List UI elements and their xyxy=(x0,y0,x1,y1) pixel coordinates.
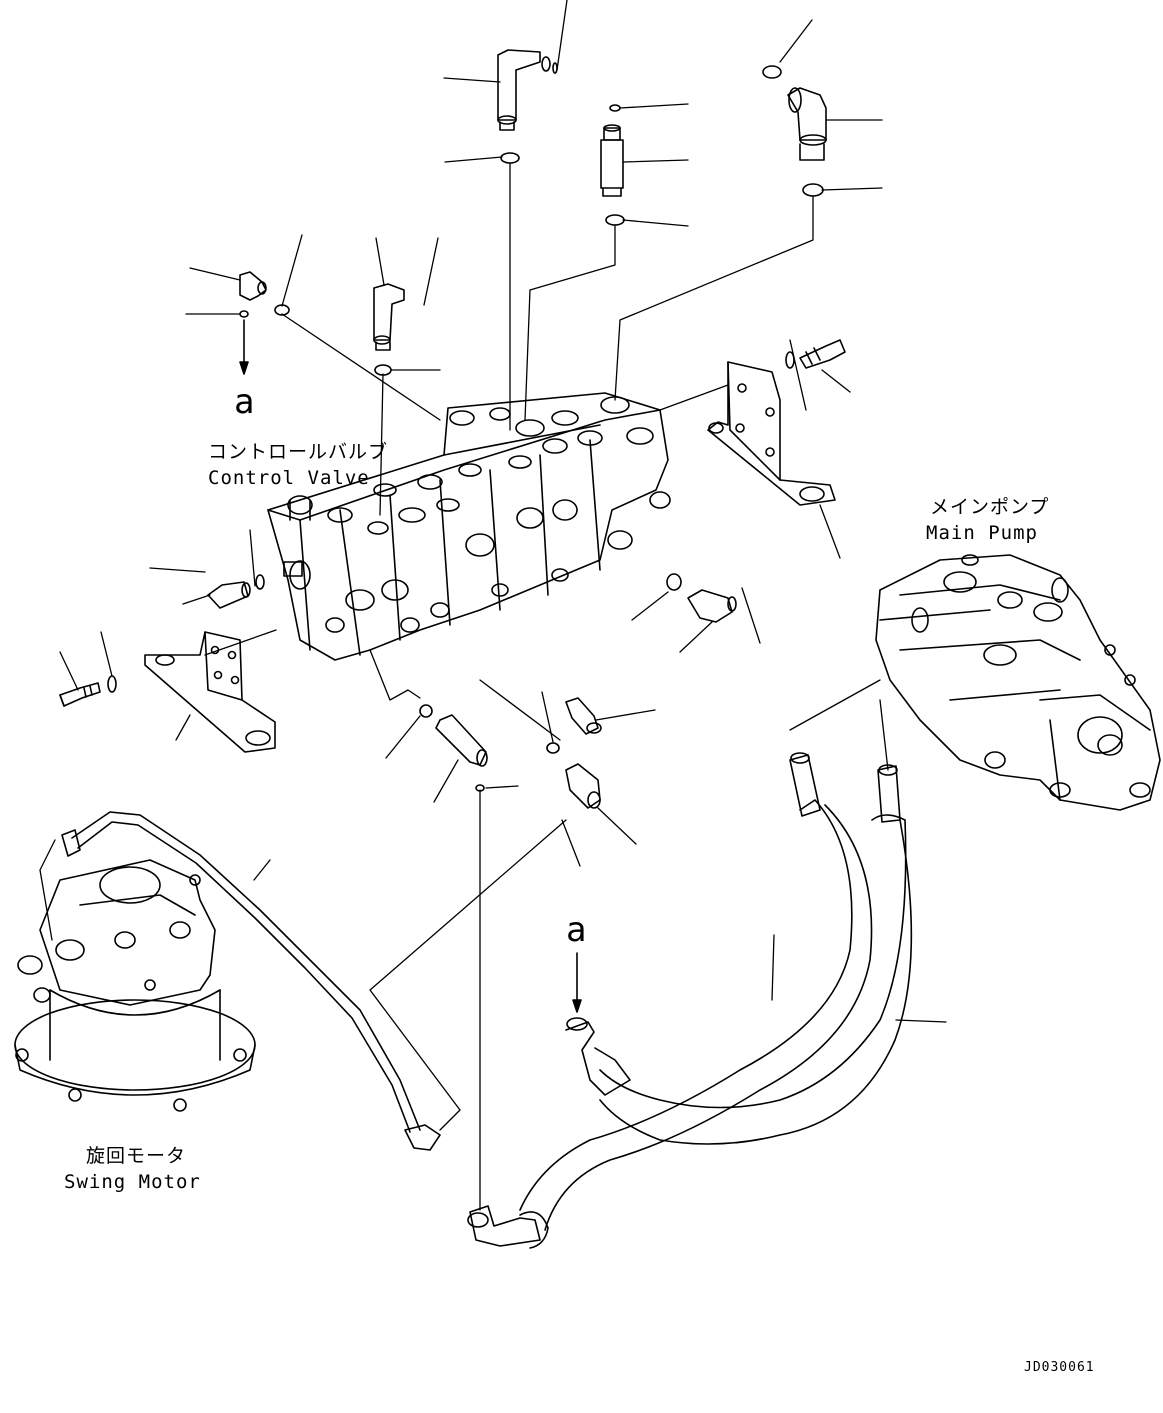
swing-motor-label-en: Swing Motor xyxy=(64,1171,201,1193)
elbow-fitting-right-mid xyxy=(687,589,737,623)
fitting-lower-right-2 xyxy=(565,763,601,809)
swing-motor-label-jp: 旋回モータ xyxy=(86,1145,187,1167)
main-pump-label-en: Main Pump xyxy=(926,522,1038,544)
o-ring-2 xyxy=(609,104,621,112)
fitting-lower-right-1 xyxy=(565,697,602,735)
ref-label-a-bottom: a xyxy=(566,910,588,950)
drawing-number: JD030061 xyxy=(1024,1360,1095,1375)
ref-label-a-top: a xyxy=(234,382,256,422)
main-pump-label-jp: メインポンプ xyxy=(930,496,1050,518)
connector-top-center xyxy=(600,124,624,197)
bolt-left xyxy=(59,675,117,707)
control-valve-label-jp: コントロールバルブ xyxy=(208,441,389,463)
ref-arrow-top xyxy=(239,319,249,375)
elbow-fitting-left-upper xyxy=(239,271,267,301)
hose-end-fitting-a xyxy=(565,1017,631,1096)
straight-fitting-lower xyxy=(435,714,488,767)
main-pump xyxy=(875,554,1161,811)
leader-lines xyxy=(39,0,947,1211)
o-ring-10 xyxy=(666,573,682,591)
o-ring-9 xyxy=(255,574,265,590)
elbow-fitting-top-right xyxy=(787,87,827,161)
control-valve xyxy=(267,392,671,661)
pump-hose-2 xyxy=(599,764,913,1145)
ref-arrow-bottom xyxy=(572,952,582,1013)
o-ring-7 xyxy=(239,310,249,318)
elbow-fitting-center xyxy=(373,283,405,351)
hose-end-fitting-bottom xyxy=(467,1205,549,1249)
control-valve-label-en: Control Valve xyxy=(208,467,370,489)
o-ring-3 xyxy=(605,214,625,226)
elbow-fitting-left-mid xyxy=(207,581,251,609)
o-ring-4 xyxy=(762,65,782,79)
o-ring-5 xyxy=(802,183,824,197)
elbow-fitting-top-left xyxy=(497,49,558,131)
bolt-right xyxy=(785,339,846,369)
o-ring-12 xyxy=(546,742,560,754)
swing-motor xyxy=(14,859,256,1112)
bracket-right xyxy=(707,361,836,506)
o-ring-11 xyxy=(419,704,433,718)
o-ring-1 xyxy=(500,152,520,164)
pump-hose-1 xyxy=(519,752,873,1231)
bracket-left xyxy=(144,631,276,753)
swing-tube xyxy=(61,811,441,1151)
